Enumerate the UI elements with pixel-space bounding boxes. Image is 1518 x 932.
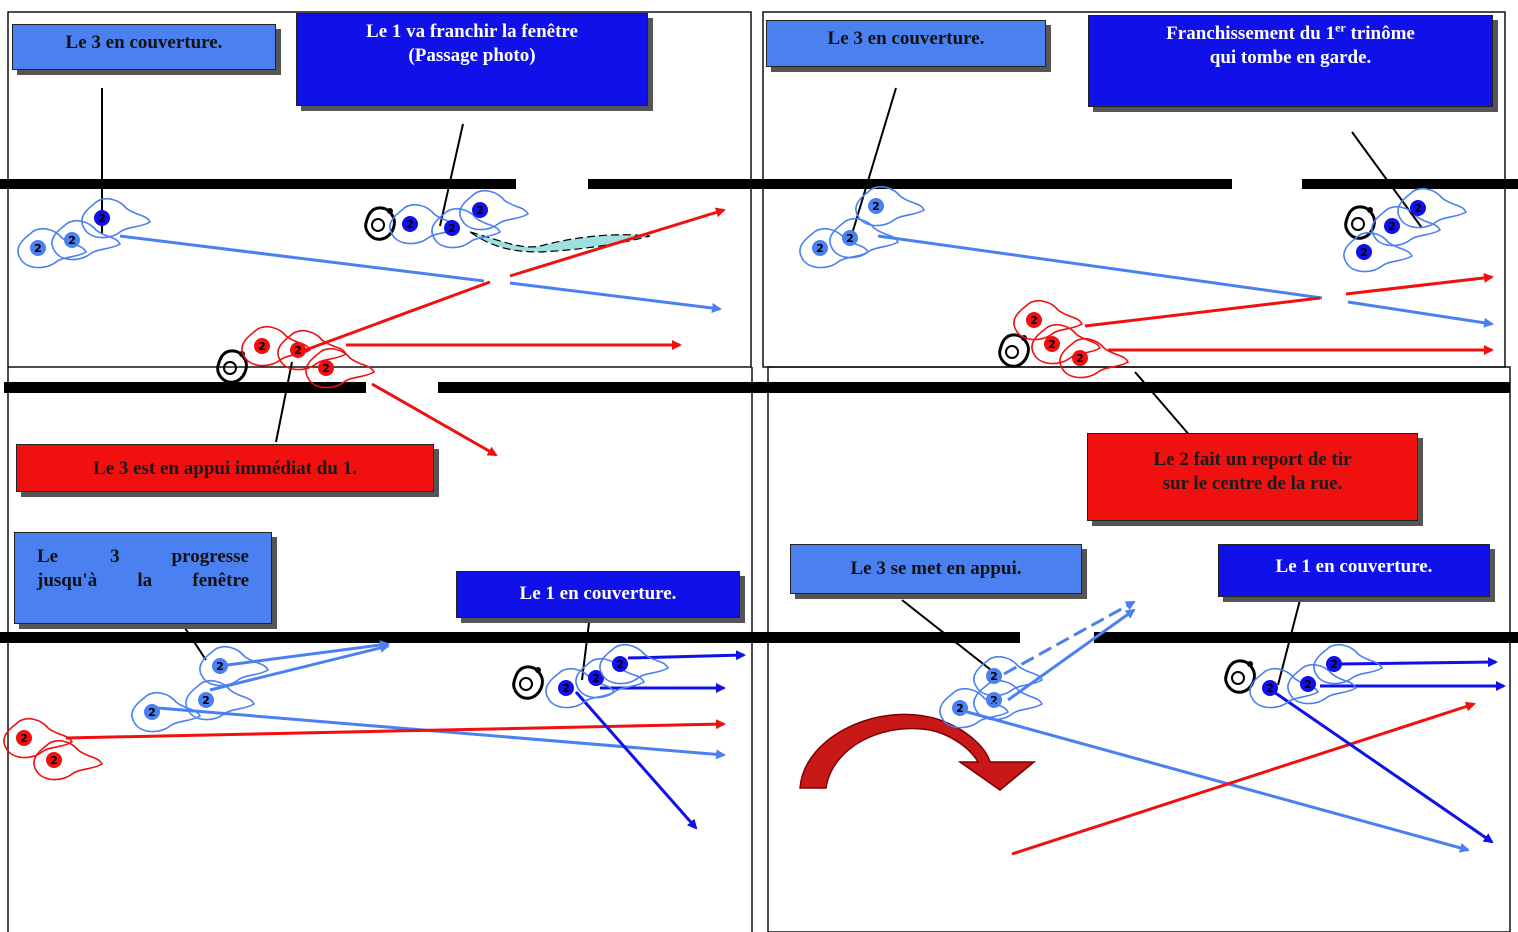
label-p3-cover1: Le 1 en couverture. bbox=[456, 571, 740, 618]
grenade-icon bbox=[998, 333, 1030, 368]
soldier-blue-icon bbox=[799, 227, 869, 269]
panel-borders bbox=[7, 11, 1511, 932]
grenade-icon bbox=[512, 665, 544, 700]
soldier-red-icon bbox=[1031, 323, 1101, 365]
soldier-blue-icon bbox=[81, 197, 151, 239]
pointer-lines bbox=[101, 87, 1423, 686]
label-p4-cover1: Le 1 en couverture. bbox=[1218, 544, 1490, 597]
soldier-blue-icon bbox=[855, 185, 925, 227]
label-p3-progress3: Le 3 progresse jusqu'à la fenêtre bbox=[14, 532, 272, 624]
label-p2-crossing: Franchissement du 1er trinôme qui tombe … bbox=[1088, 15, 1493, 107]
label-p1-pass1: Le 1 va franchir la fenêtre (Passage pho… bbox=[296, 13, 648, 106]
soldier-blue-icon bbox=[459, 189, 529, 231]
arrows bbox=[65, 207, 1506, 856]
window-gap-bottom-right bbox=[1020, 632, 1094, 643]
soldier-blue-icon bbox=[199, 645, 269, 687]
soldier-red-icon bbox=[277, 329, 347, 371]
label-p2-report2: Le 2 fait un report de tir sur le centre… bbox=[1087, 433, 1418, 521]
curved-arrow-icon bbox=[799, 713, 1037, 791]
soldier-red-icon bbox=[33, 739, 103, 781]
label-p4-support3: Le 3 se met en appui. bbox=[790, 544, 1082, 594]
soldier-blue-icon bbox=[575, 657, 645, 699]
soldier-blue-icon bbox=[973, 655, 1043, 697]
window-glass-icon bbox=[469, 231, 651, 253]
soldier-red-icon bbox=[305, 347, 375, 389]
label-p1-cover3: Le 3 en couverture. bbox=[12, 24, 276, 70]
window-gap-top-right bbox=[1232, 179, 1302, 189]
label-p1-support3: Le 3 est en appui immédiat du 1. bbox=[16, 444, 434, 492]
soldier-blue-icon bbox=[599, 643, 669, 685]
soldier-red-icon bbox=[1013, 299, 1083, 341]
soldier-blue-icon bbox=[973, 679, 1043, 721]
walls bbox=[0, 179, 1518, 643]
soldier-blue-icon bbox=[1343, 231, 1413, 273]
label-p2-cover3: Le 3 en couverture. bbox=[766, 20, 1046, 67]
soldier-red-icon bbox=[3, 717, 73, 759]
soldier-blue-icon bbox=[51, 219, 121, 261]
